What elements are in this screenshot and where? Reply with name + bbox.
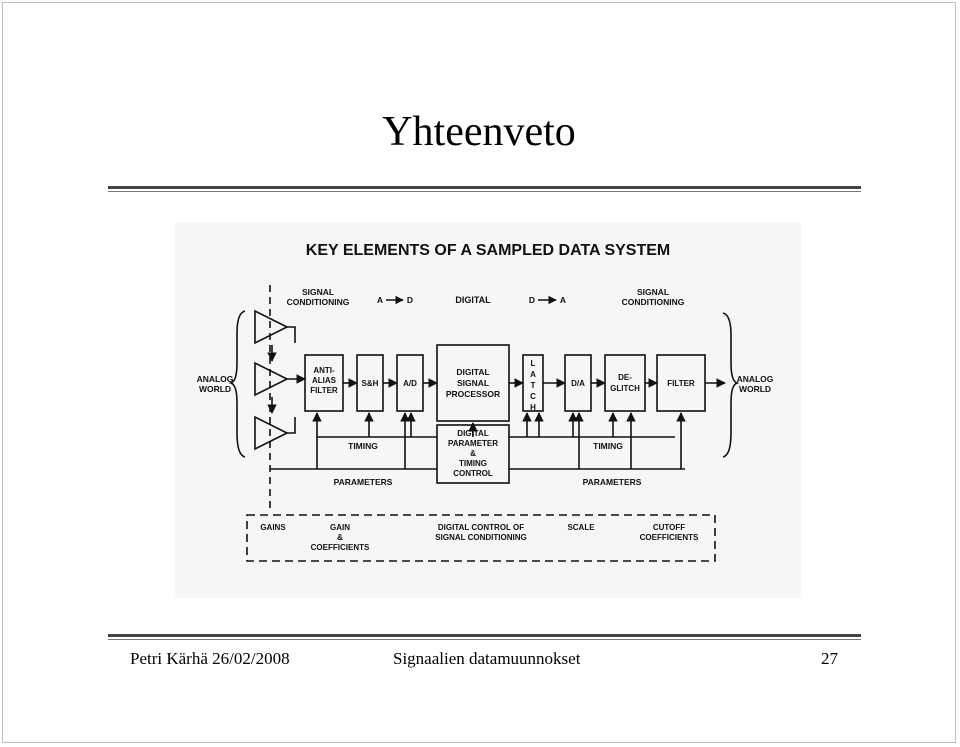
latch-letter-1: L — [531, 359, 536, 368]
latch-letter-5: H — [530, 403, 536, 412]
latch-letter-4: C — [530, 392, 536, 401]
digital-label: DIGITAL — [455, 295, 491, 305]
title-divider — [108, 186, 861, 193]
a-label-2: A — [560, 295, 566, 305]
signal-conditioning-left-line1: SIGNAL — [302, 287, 334, 297]
da-label: D/A — [571, 379, 585, 388]
control-line3: & — [470, 449, 476, 458]
amplifier-1 — [254, 309, 289, 345]
anti-alias-line2: ALIAS — [312, 376, 337, 385]
control-line1: DIGITAL — [457, 429, 489, 438]
digital-control-box — [246, 514, 716, 562]
cutoff-coefficients-line1: CUTOFF — [653, 523, 685, 532]
deglitch-block — [604, 354, 646, 412]
anti-alias-line1: ANTI- — [313, 366, 335, 375]
footer-page-number: 27 — [821, 649, 838, 668]
control-line2: PARAMETER — [448, 439, 498, 448]
analog-world-left-line1: ANALOG — [197, 374, 234, 384]
timing-right-label: TIMING — [593, 441, 623, 451]
control-line5: CONTROL — [453, 469, 493, 478]
footer-divider — [108, 634, 861, 641]
gain-coefficients-line3: COEFFICIENTS — [311, 543, 370, 552]
parameters-right-label: PARAMETERS — [583, 477, 642, 487]
figure-heading: KEY ELEMENTS OF A SAMPLED DATA SYSTEM — [306, 242, 670, 259]
latch-letter-3: T — [531, 381, 536, 390]
filter-label: FILTER — [667, 379, 695, 388]
gain-coefficients-line1: GAIN — [330, 523, 350, 532]
anti-alias-line3: FILTER — [310, 386, 338, 395]
footer-course-title: Signaalien datamuunnokset — [393, 649, 581, 668]
gain-coefficients-line2: & — [337, 533, 343, 542]
timing-left-label: TIMING — [348, 441, 378, 451]
gains-label: GAINS — [260, 523, 286, 532]
analog-world-right-line2: WORLD — [739, 384, 771, 394]
block-diagram: KEY ELEMENTS OF A SAMPLED DATA SYSTEM SI… — [197, 242, 774, 562]
parameters-left-label: PARAMETERS — [334, 477, 393, 487]
digital-control-line2: SIGNAL CONDITIONING — [435, 533, 526, 542]
signal-conditioning-left-line2: CONDITIONING — [287, 297, 350, 307]
ad-label: A/D — [403, 379, 417, 388]
analog-world-left-line2: WORLD — [199, 384, 231, 394]
sample-hold-label: S&H — [362, 379, 379, 388]
d-label: D — [407, 295, 413, 305]
amplifier-3 — [254, 415, 289, 451]
footer-author-date: Petri Kärhä 26/02/2008 — [130, 649, 290, 668]
control-line4: TIMING — [459, 459, 487, 468]
amplifier-2 — [254, 361, 289, 397]
a-label: A — [377, 295, 383, 305]
latch-letter-2: A — [530, 370, 536, 379]
right-brace — [722, 312, 740, 458]
signal-conditioning-right-line1: SIGNAL — [637, 287, 669, 297]
signal-conditioning-right-line2: CONDITIONING — [622, 297, 685, 307]
slide-title: Yhteenveto — [382, 109, 576, 155]
left-brace — [228, 310, 246, 458]
dsp-line1: DIGITAL — [456, 367, 489, 377]
dsp-line2: SIGNAL — [457, 378, 489, 388]
block-diagram-figure: KEY ELEMENTS OF A SAMPLED DATA SYSTEM SI… — [175, 223, 801, 598]
deglitch-line1: DE- — [618, 373, 632, 382]
analog-world-right-line1: ANALOG — [737, 374, 774, 384]
deglitch-line2: GLITCH — [610, 384, 640, 393]
digital-control-line1: DIGITAL CONTROL OF — [438, 523, 524, 532]
d-label-2: D — [529, 295, 535, 305]
dsp-line3: PROCESSOR — [446, 389, 500, 399]
scale-label: SCALE — [567, 523, 595, 532]
cutoff-coefficients-line2: COEFFICIENTS — [640, 533, 699, 542]
